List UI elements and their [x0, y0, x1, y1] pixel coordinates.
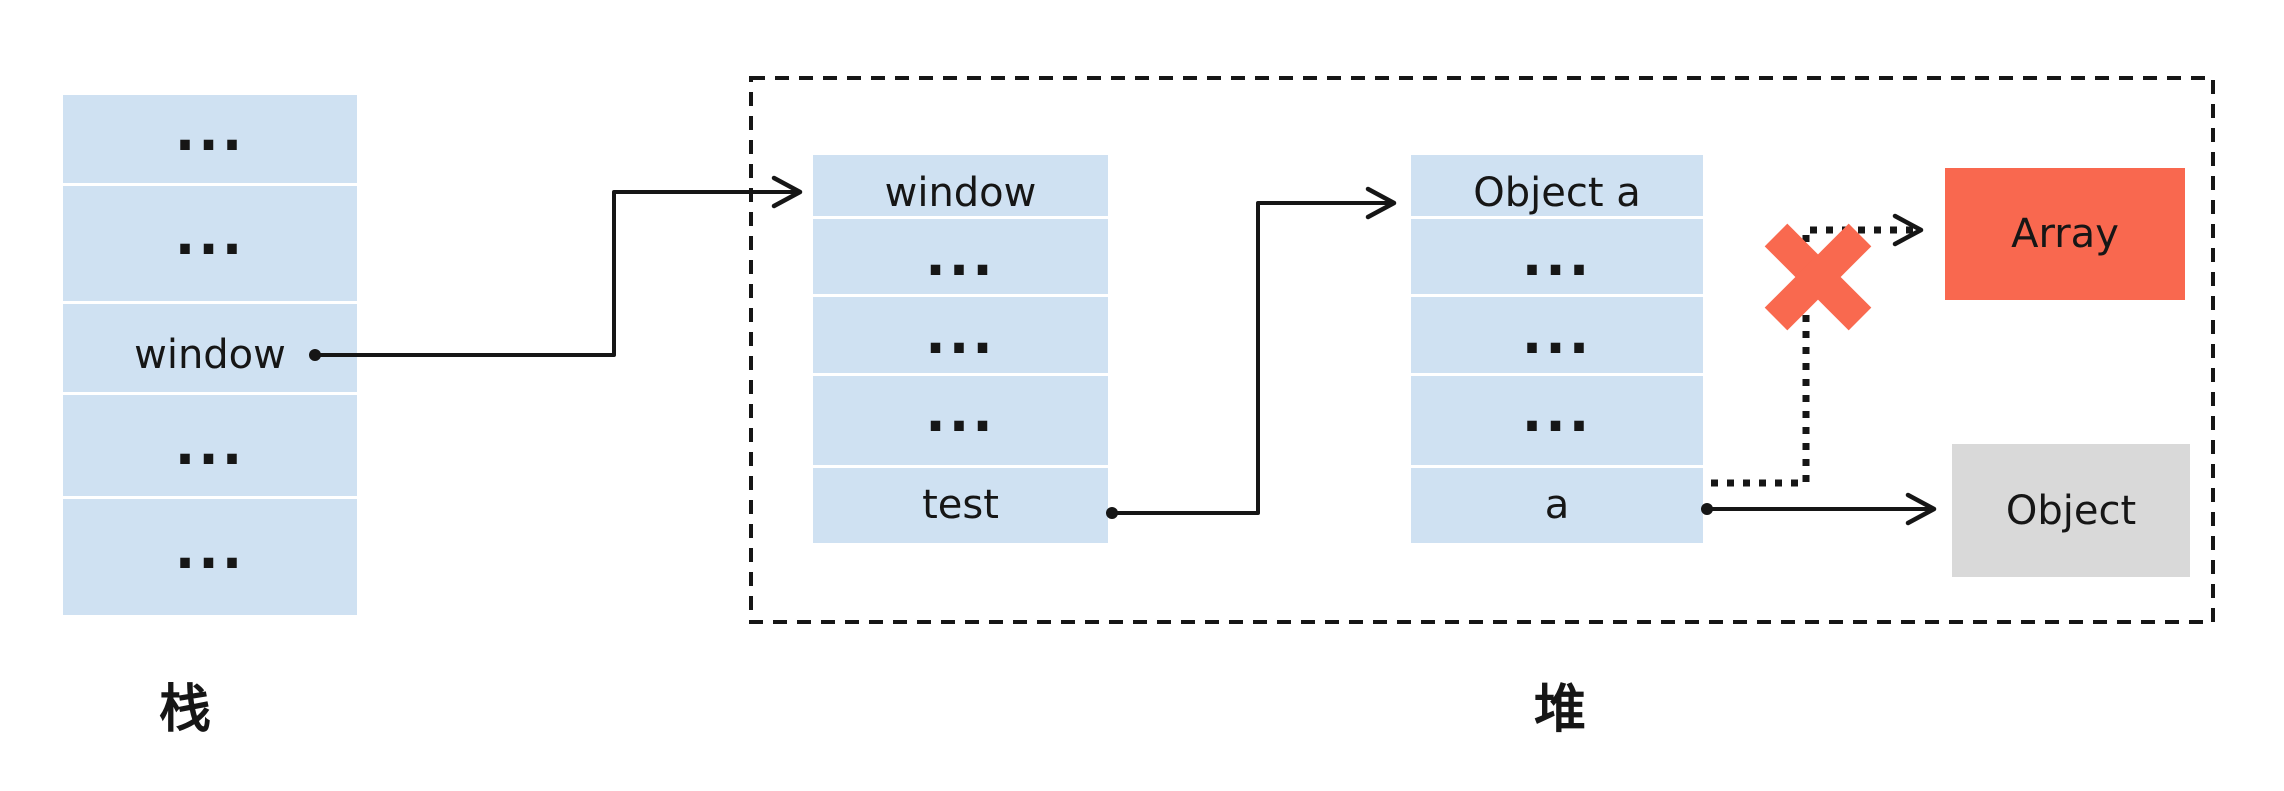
stack-row-window: window — [63, 301, 357, 406]
stack-row-ellipsis-1: ... — [174, 99, 246, 163]
heap-window-object-box: window ... ... ... test — [813, 155, 1108, 543]
heap-object-a-box: Object a ... ... ... a — [1411, 155, 1703, 543]
object-a-box-row-ellipsis-1: ... — [1411, 216, 1703, 294]
stack-box: ... ... window ... ... — [63, 95, 357, 615]
object-box: Object — [1952, 444, 2190, 577]
x-mark-icon — [1764, 223, 1872, 331]
stack-caption: 栈 — [158, 680, 211, 740]
object-box-label: Object — [2005, 487, 2137, 534]
arrow-window-to-heap-object — [315, 175, 803, 357]
arrow-test-to-object-a — [1112, 186, 1397, 515]
stack-row-ellipsis-4: ... — [63, 496, 357, 601]
window-box-row-ellipsis-1: ... — [813, 216, 1108, 294]
object-a-box-row-ellipsis-3: ... — [1411, 372, 1703, 451]
stack-row-ellipsis-3: ... — [63, 391, 357, 497]
stack-row-ellipsis-2: ... — [63, 182, 357, 288]
window-box-row-ellipsis-2: ... — [813, 294, 1108, 372]
object-a-box-row-ellipsis-2: ... — [1411, 294, 1703, 372]
dotted-arrow-a-to-array — [1711, 213, 1924, 487]
heap-caption: 堆 — [1533, 680, 1586, 740]
object-a-box-row-a: a — [1411, 464, 1703, 543]
array-box: Array — [1945, 168, 2185, 300]
window-box-row-test: test — [813, 464, 1108, 543]
window-box-row-ellipsis-3: ... — [813, 372, 1108, 451]
array-box-label: Array — [2011, 211, 2119, 257]
